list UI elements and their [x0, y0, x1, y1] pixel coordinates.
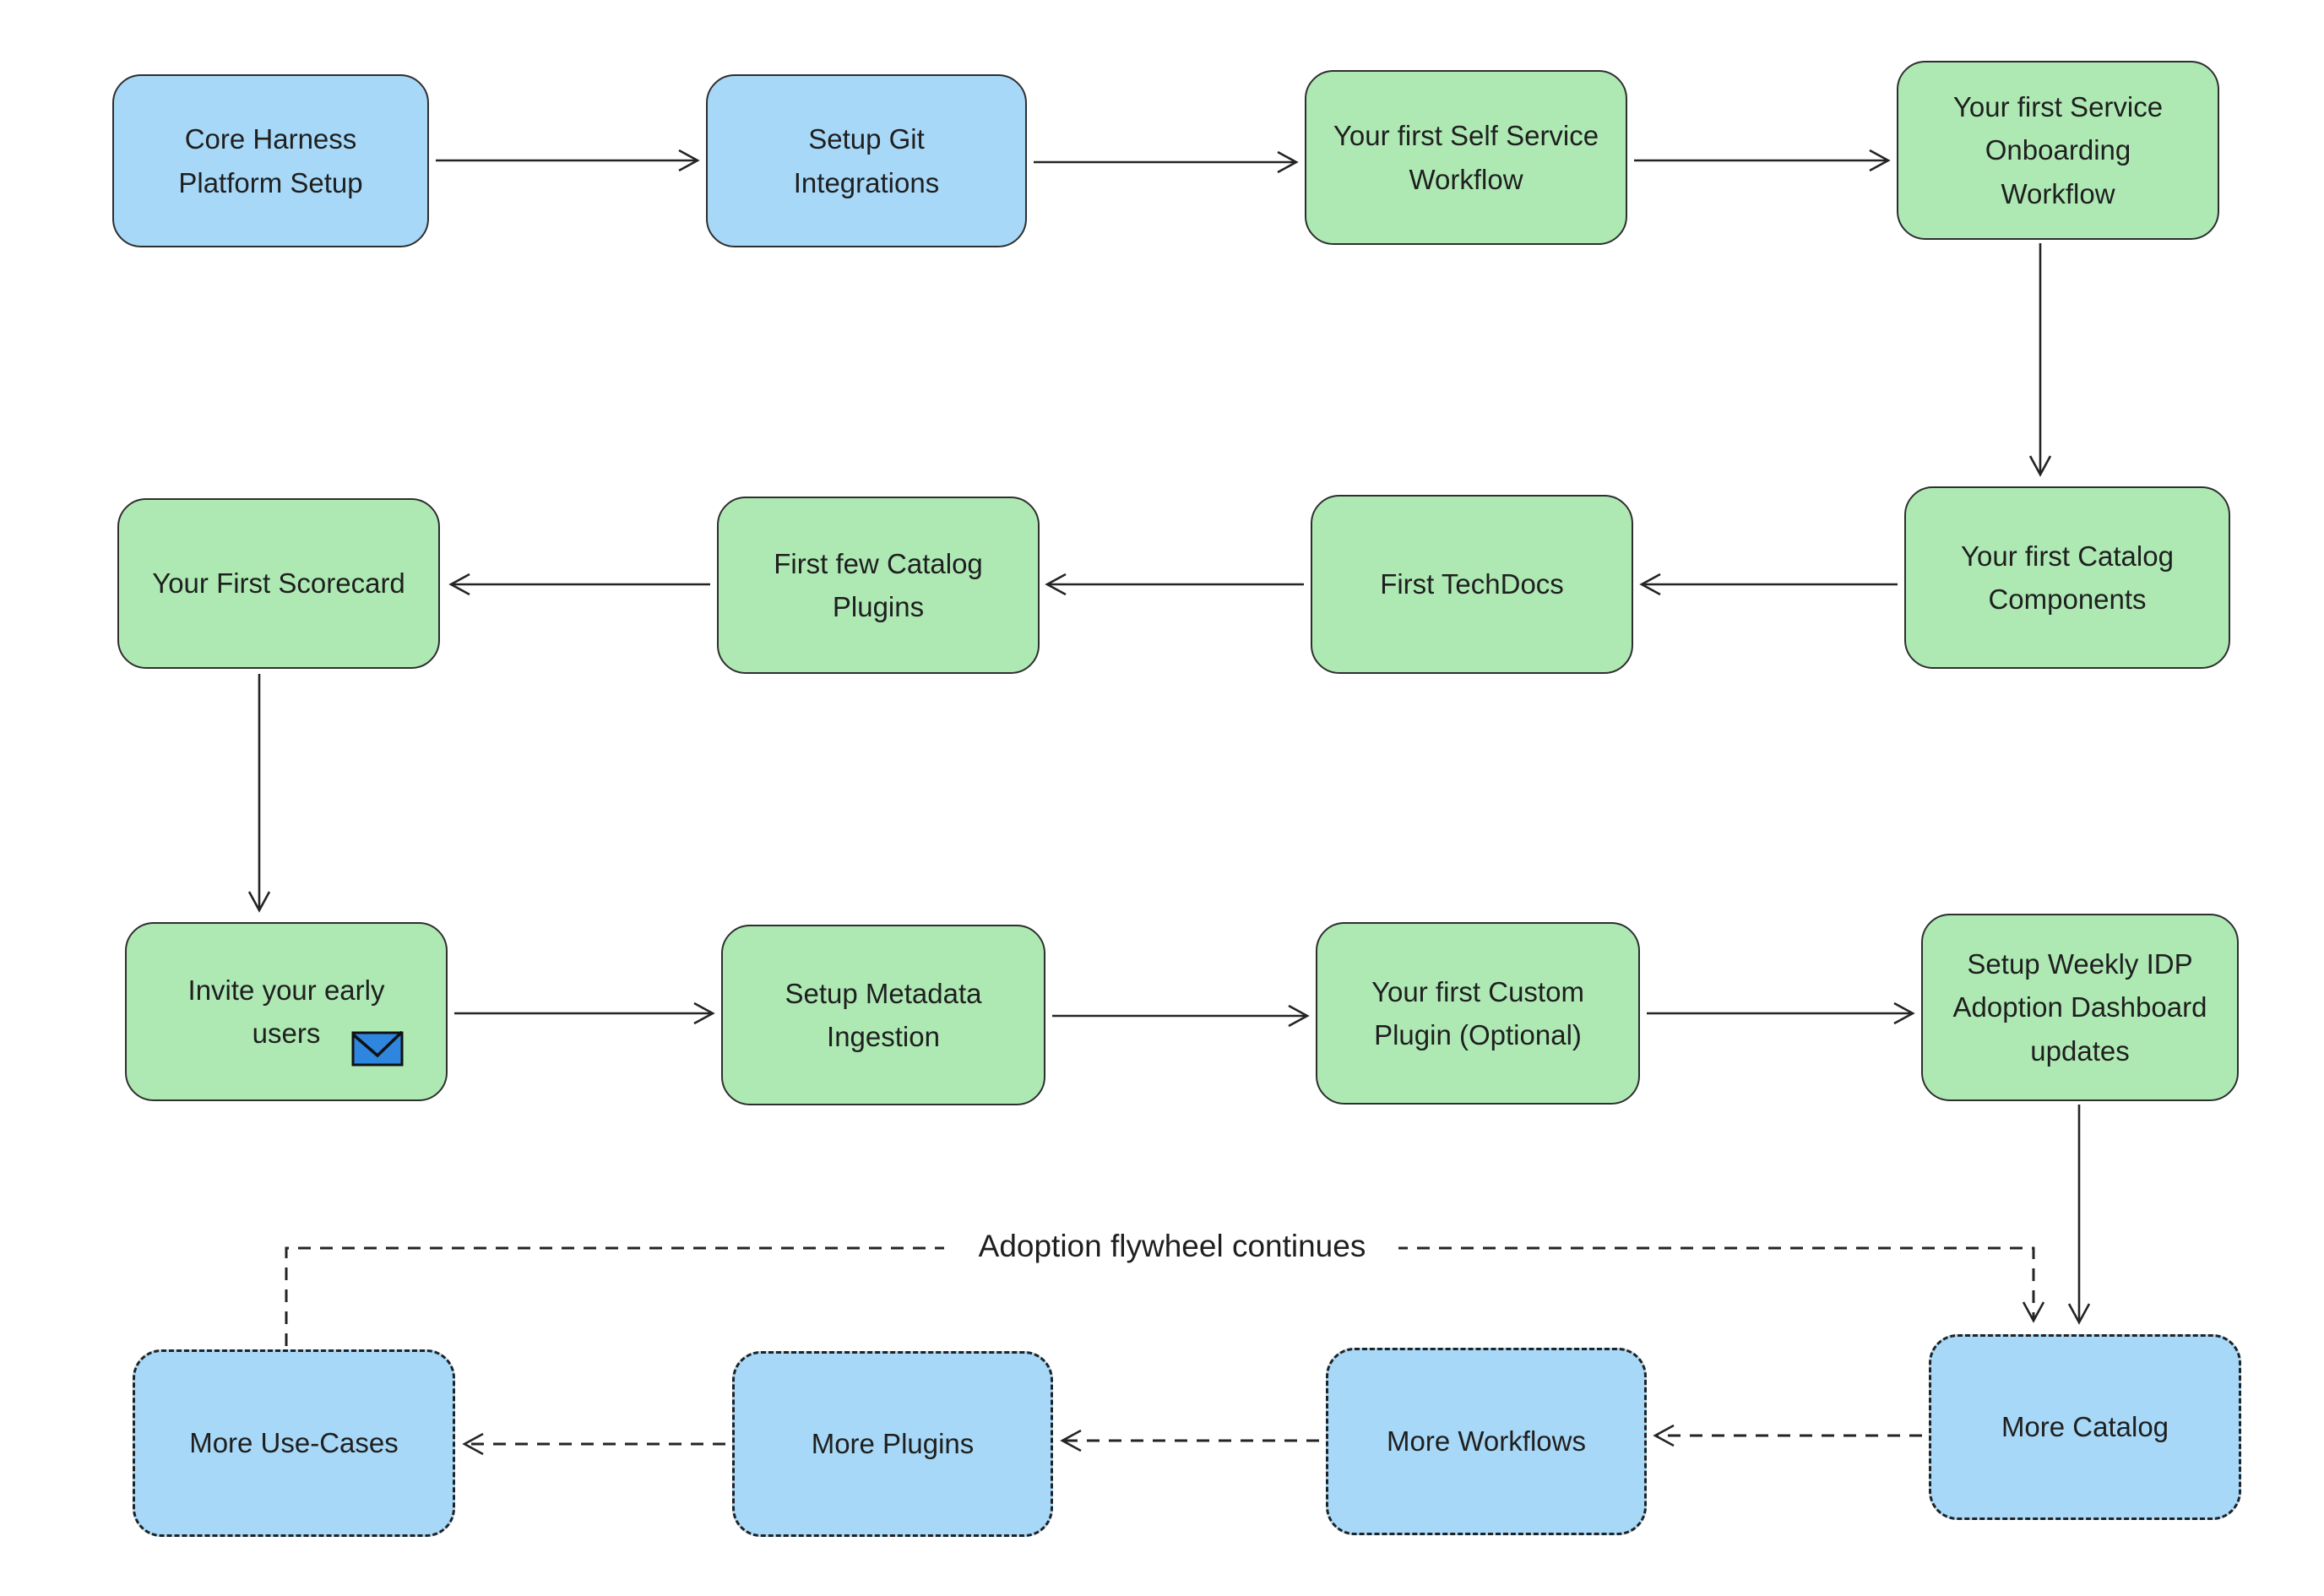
- node-label: More Plugins: [811, 1428, 975, 1460]
- node-label: Setup Weekly IDP Adoption Dashboard upda…: [1952, 948, 2207, 1067]
- node-first-service-onboarding-workflow: Your first Service Onboarding Workflow: [1897, 61, 2219, 240]
- node-first-few-catalog-plugins: First few Catalog Plugins: [717, 497, 1040, 674]
- node-your-first-scorecard: Your First Scorecard: [117, 498, 440, 669]
- flywheel-dashed-line-left: [285, 1246, 944, 1346]
- node-label: Your first Catalog Components: [1961, 540, 2174, 615]
- node-label: First TechDocs: [1380, 568, 1564, 600]
- node-more-plugins: More Plugins: [732, 1351, 1053, 1537]
- node-invite-your-early-users: Invite your early users: [125, 922, 448, 1101]
- node-label: Invite your early users: [187, 974, 385, 1049]
- node-label: Core Harness Platform Setup: [178, 123, 363, 198]
- node-label: Setup Metadata Ingestion: [785, 977, 982, 1052]
- node-label: Your first Custom Plugin (Optional): [1371, 975, 1584, 1050]
- node-setup-metadata-ingestion: Setup Metadata Ingestion: [721, 925, 1045, 1105]
- node-first-self-service-workflow: Your first Self Service Workflow: [1305, 70, 1627, 245]
- node-label: More Workflows: [1387, 1425, 1586, 1458]
- node-setup-git-integrations: Setup Git Integrations: [706, 74, 1027, 247]
- node-more-workflows: More Workflows: [1326, 1348, 1647, 1535]
- flywheel-label: Adoption flywheel continues: [946, 1219, 1398, 1273]
- node-label: First few Catalog Plugins: [774, 547, 983, 622]
- node-label: Your first Service Onboarding Workflow: [1952, 91, 2164, 209]
- node-label: Setup Git Integrations: [793, 123, 940, 198]
- envelope-icon: [351, 1030, 404, 1067]
- node-label: Your First Scorecard: [152, 567, 405, 600]
- node-first-custom-plugin-optional: Your first Custom Plugin (Optional): [1316, 922, 1640, 1105]
- node-first-catalog-components: Your first Catalog Components: [1904, 486, 2230, 669]
- node-label: Your first Self Service Workflow: [1333, 120, 1599, 195]
- node-more-use-cases: More Use-Cases: [133, 1349, 455, 1537]
- node-setup-weekly-idp-adoption-dashboard-updates: Setup Weekly IDP Adoption Dashboard upda…: [1921, 914, 2239, 1101]
- node-more-catalog: More Catalog: [1929, 1334, 2241, 1520]
- flywheel-dashed-line-right: [1395, 1246, 2045, 1323]
- node-label: More Use-Cases: [189, 1427, 399, 1459]
- node-first-techdocs: First TechDocs: [1311, 495, 1633, 674]
- node-core-harness-platform-setup: Core Harness Platform Setup: [112, 74, 429, 247]
- node-label: More Catalog: [2001, 1411, 2169, 1443]
